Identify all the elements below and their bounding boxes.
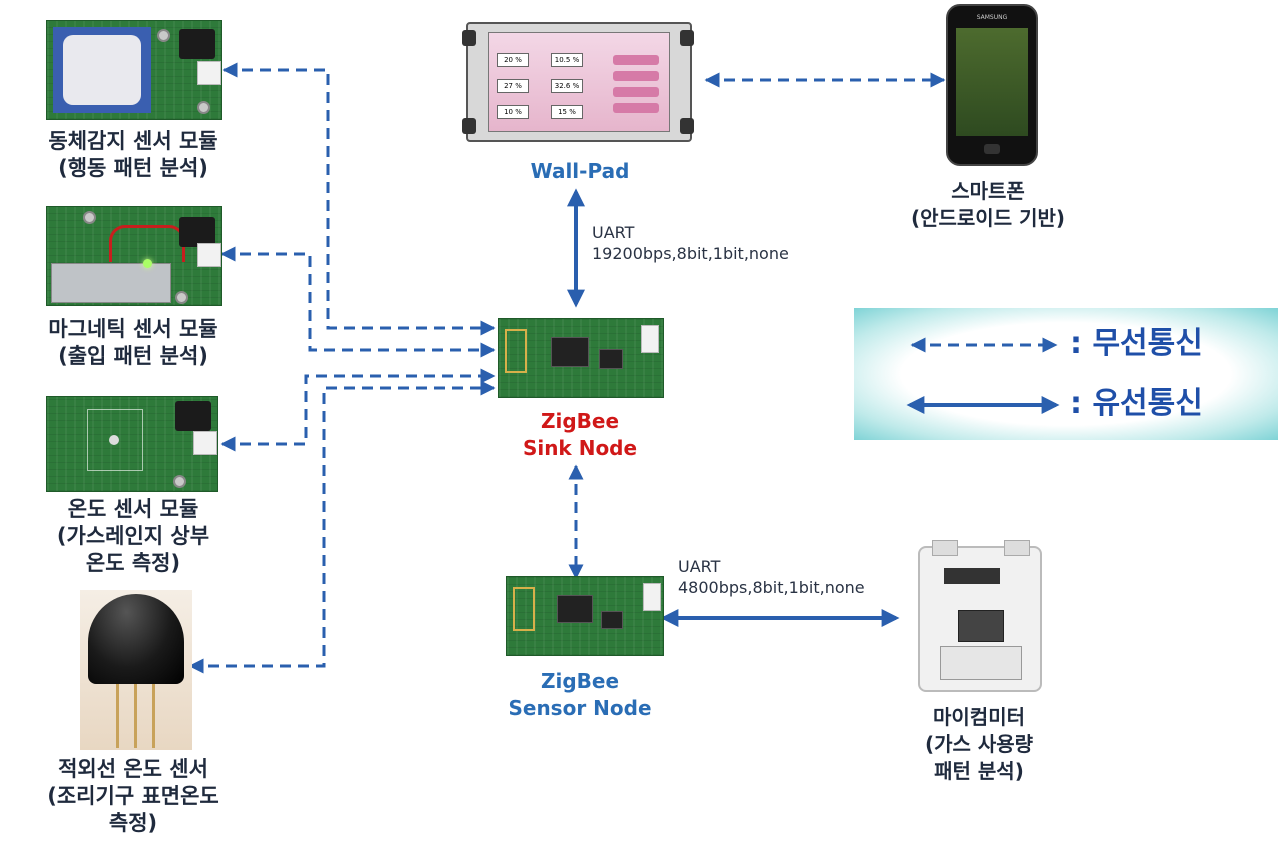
jack — [179, 217, 215, 247]
link-infrared-sink — [188, 380, 496, 674]
meter-display — [944, 568, 1000, 584]
link-motion-sink — [222, 62, 496, 336]
uart-wallpad-sink-label: UART 19200bps,8bit,1bit,none — [592, 222, 832, 264]
sensor-chip — [109, 435, 119, 445]
wallpad-menu-button — [613, 103, 659, 113]
magnetic-sensor-board — [46, 206, 222, 306]
jack — [175, 401, 211, 431]
meter-top-nozzle — [932, 540, 958, 556]
mount-hole — [83, 211, 96, 224]
legend-wireless-arrow — [910, 337, 1058, 353]
wallpad-menu-button — [613, 87, 659, 97]
chip — [557, 595, 593, 623]
wallpad-mount-tab — [680, 30, 694, 46]
wallpad-mount-tab — [680, 118, 694, 134]
wallpad-device: 20 % 10.5 % 27 % 32.6 % 10 % 15 % — [462, 22, 694, 142]
jack — [179, 29, 215, 59]
uart-settings: 19200bps,8bit,1bit,none — [592, 244, 789, 263]
meter-plate — [940, 646, 1022, 680]
antenna — [505, 329, 527, 373]
sensor-can — [88, 594, 184, 684]
uart-sensor-meter-label: UART 4800bps,8bit,1bit,none — [678, 556, 918, 598]
infrared-sensor-image — [80, 590, 192, 750]
magnet-block — [51, 263, 171, 303]
temperature-sensor-board — [46, 396, 218, 492]
mount-hole — [157, 29, 170, 42]
link-temperature-sink — [220, 368, 496, 452]
sensor-leg — [152, 684, 155, 748]
gas-meter-label: 마이컴미터 (가스 사용량 패턴 분석) — [924, 705, 1034, 783]
sensor-outline — [87, 409, 143, 471]
sensor-leg — [116, 684, 119, 748]
red-wire — [109, 225, 185, 262]
uart-name: UART — [678, 557, 721, 576]
connector — [197, 61, 221, 85]
connector — [641, 325, 659, 353]
legend-wired-arrow — [906, 396, 1060, 414]
legend-wired-label: : 유선통신 — [1070, 386, 1203, 421]
sink-node-label: ZigBee Sink Node — [522, 409, 638, 460]
pir-dome — [63, 35, 141, 105]
wallpad-value: 32.6 % — [551, 79, 583, 93]
infrared-sensor-label: 적외선 온도 센서 (조리기구 표면온도 측정) — [47, 757, 219, 835]
smartphone-home-button — [984, 144, 1000, 154]
legend-wireless-label: : 무선통신 — [1070, 326, 1203, 361]
wallpad-mount-tab — [462, 30, 476, 46]
smartphone-brand: SAMSUNG — [976, 14, 1008, 21]
smartphone-device: SAMSUNG — [946, 4, 1038, 166]
sensor-node-label: ZigBee Sensor Node — [508, 669, 652, 720]
uart-settings: 4800bps,8bit,1bit,none — [678, 578, 865, 597]
connector — [197, 243, 221, 267]
wallpad-mount-tab — [462, 118, 476, 134]
gas-meter-device — [918, 540, 1042, 692]
magnetic-sensor-label: 마그네틱 센서 모듈 (출입 패턴 분석) — [48, 317, 218, 368]
legend-box: : 무선통신 : 유선통신 — [854, 308, 1278, 440]
smartphone-screen — [956, 28, 1028, 136]
wallpad-menu-button — [613, 55, 659, 65]
temperature-sensor-label: 온도 센서 모듈 (가스레인지 상부 온도 측정) — [56, 497, 210, 575]
chip — [551, 337, 589, 367]
mount-hole — [175, 291, 188, 304]
motion-sensor-board — [46, 20, 222, 120]
mount-hole — [173, 475, 186, 488]
chip — [599, 349, 623, 369]
connector — [643, 583, 661, 611]
mount-hole — [197, 101, 210, 114]
wallpad-value: 20 % — [497, 53, 529, 67]
wallpad-label: Wall-Pad — [530, 159, 630, 183]
wallpad-menu-button — [613, 71, 659, 81]
motion-sensor-label: 동체감지 센서 모듈 (행동 패턴 분석) — [48, 129, 218, 180]
sink-node-board — [498, 318, 664, 398]
uart-name: UART — [592, 223, 635, 242]
meter-top-nozzle — [1004, 540, 1030, 556]
smartphone-label: 스마트폰 (안드로이드 기반) — [910, 179, 1066, 230]
antenna — [513, 587, 535, 631]
meter-lcd — [958, 610, 1004, 642]
sensor-node-board — [506, 576, 664, 656]
wallpad-value: 15 % — [551, 105, 583, 119]
led — [143, 259, 152, 268]
sensor-leg — [134, 684, 137, 748]
wallpad-value: 10.5 % — [551, 53, 583, 67]
wallpad-screen: 20 % 10.5 % 27 % 32.6 % 10 % 15 % — [488, 32, 670, 132]
chip — [601, 611, 623, 629]
wallpad-value: 27 % — [497, 79, 529, 93]
link-magnetic-sink — [220, 246, 496, 358]
wallpad-value: 10 % — [497, 105, 529, 119]
connector — [193, 431, 217, 455]
